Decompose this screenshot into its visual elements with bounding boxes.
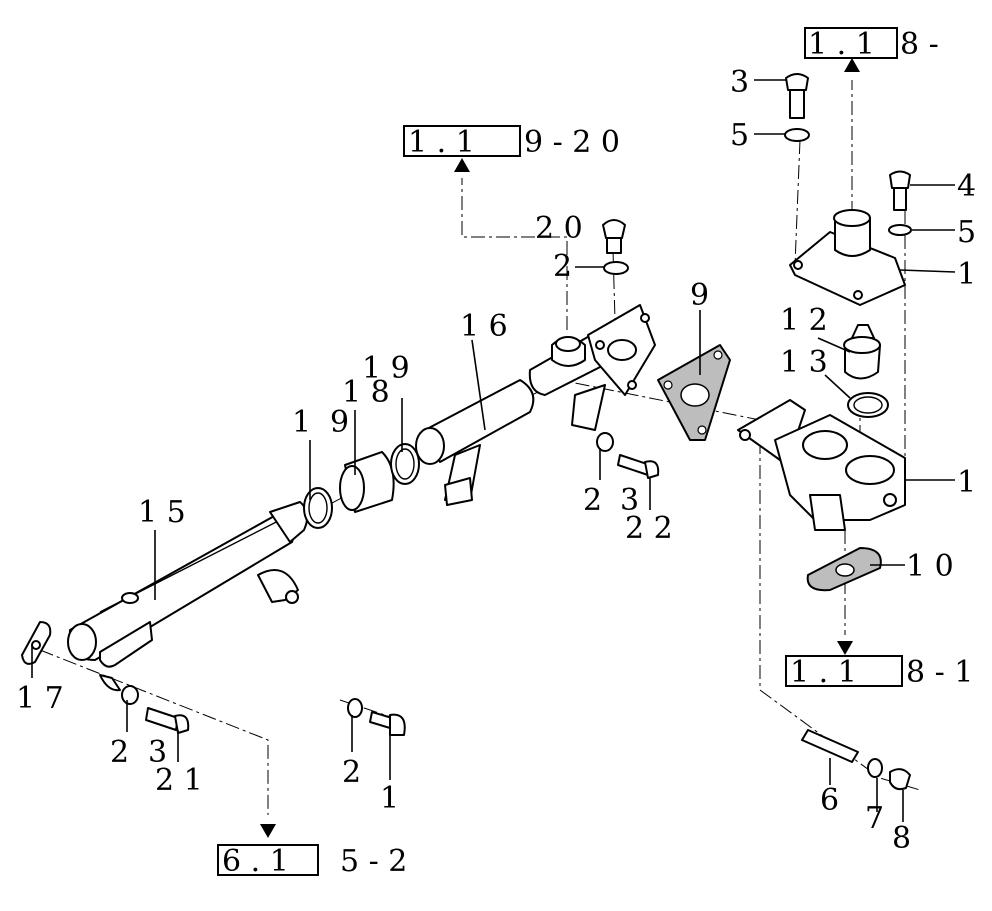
- callout-2-bl: 2: [110, 735, 129, 770]
- callout-13: 1 3: [780, 345, 828, 380]
- tee-pipe-flange: [528, 304, 656, 431]
- ref-box-right: 1 . 1 8 - 1: [785, 655, 973, 690]
- callout-6: 6: [820, 783, 839, 818]
- arrows: [260, 58, 860, 838]
- arrow-up-top-right: [844, 58, 860, 72]
- callout-labels: 3 5 4 5 1 1 2 1 3 1 1 0 9 2 0 2 1 6 1 9 …: [16, 65, 976, 856]
- ref-box-top-center-suffix: 9 - 2 0: [524, 125, 620, 160]
- callout-1-housing: 1: [957, 465, 976, 500]
- ref-box-top-right: 1 . 1 8 -: [804, 27, 939, 62]
- callout-1-bc: 1: [380, 781, 399, 816]
- gasket-9: [657, 344, 731, 441]
- callout-5-top: 5: [730, 118, 749, 153]
- coolant-pipe-main: [67, 501, 309, 692]
- callout-21: 2 1: [155, 763, 203, 798]
- callout-2-bc: 2: [342, 755, 361, 790]
- callout-3-top: 3: [730, 65, 749, 100]
- callout-3-bl: 3: [148, 735, 167, 770]
- callout-17: 1 7: [16, 681, 64, 716]
- arrow-down-bottom: [260, 824, 276, 838]
- callout-15: 1 5: [138, 495, 186, 530]
- ref-box-top-center-text: 1 . 1: [408, 125, 475, 160]
- ref-box-top-center: 1 . 1 9 - 2 0: [403, 125, 620, 160]
- callout-16: 1 6: [460, 309, 508, 344]
- callout-1-cover: 1: [957, 257, 976, 292]
- callout-4: 4: [957, 169, 976, 204]
- callout-22: 2 2: [625, 511, 673, 546]
- callout-3-mid: 3: [620, 483, 639, 518]
- callout-18: 1 8: [342, 375, 390, 410]
- ref-box-bottom-suffix: 5 - 2: [340, 844, 407, 879]
- o-rings-and-sleeve: [303, 443, 420, 529]
- callout-9: 9: [690, 278, 709, 313]
- arrow-up-top-center: [454, 158, 470, 172]
- thermostat-housing: [737, 399, 906, 531]
- callout-8: 8: [892, 821, 911, 856]
- ref-box-right-suffix: 8 - 1: [906, 655, 973, 690]
- bolts-washers: [121, 73, 912, 791]
- arrow-down-right: [837, 641, 853, 655]
- callout-12: 1 2: [780, 303, 828, 338]
- coolant-pipe-16: [415, 379, 535, 506]
- callout-10: 1 0: [906, 549, 954, 584]
- callout-1-left: 1: [292, 405, 311, 440]
- ref-box-bottom: 6 . 1 5 - 2: [217, 844, 407, 879]
- callout-20: 2 0: [535, 211, 583, 246]
- thermostat-12: [843, 324, 881, 380]
- callout-5-right: 5: [957, 215, 976, 250]
- callout-2-mid: 2: [583, 483, 602, 518]
- callout-19-a: 1 9: [362, 351, 410, 386]
- callout-9-left: 9: [330, 405, 349, 440]
- callout-7: 7: [865, 801, 884, 836]
- ref-box-right-text: 1 . 1: [790, 655, 857, 690]
- ref-box-bottom-text: 6 . 1: [222, 844, 289, 879]
- ref-box-top-right-text: 1 . 1: [808, 27, 875, 62]
- thermostat-cover: [789, 209, 906, 306]
- callout-2-top: 2: [553, 249, 572, 284]
- callout-leaders: [31, 79, 956, 822]
- ref-box-top-right-suffix: 8 -: [900, 27, 939, 62]
